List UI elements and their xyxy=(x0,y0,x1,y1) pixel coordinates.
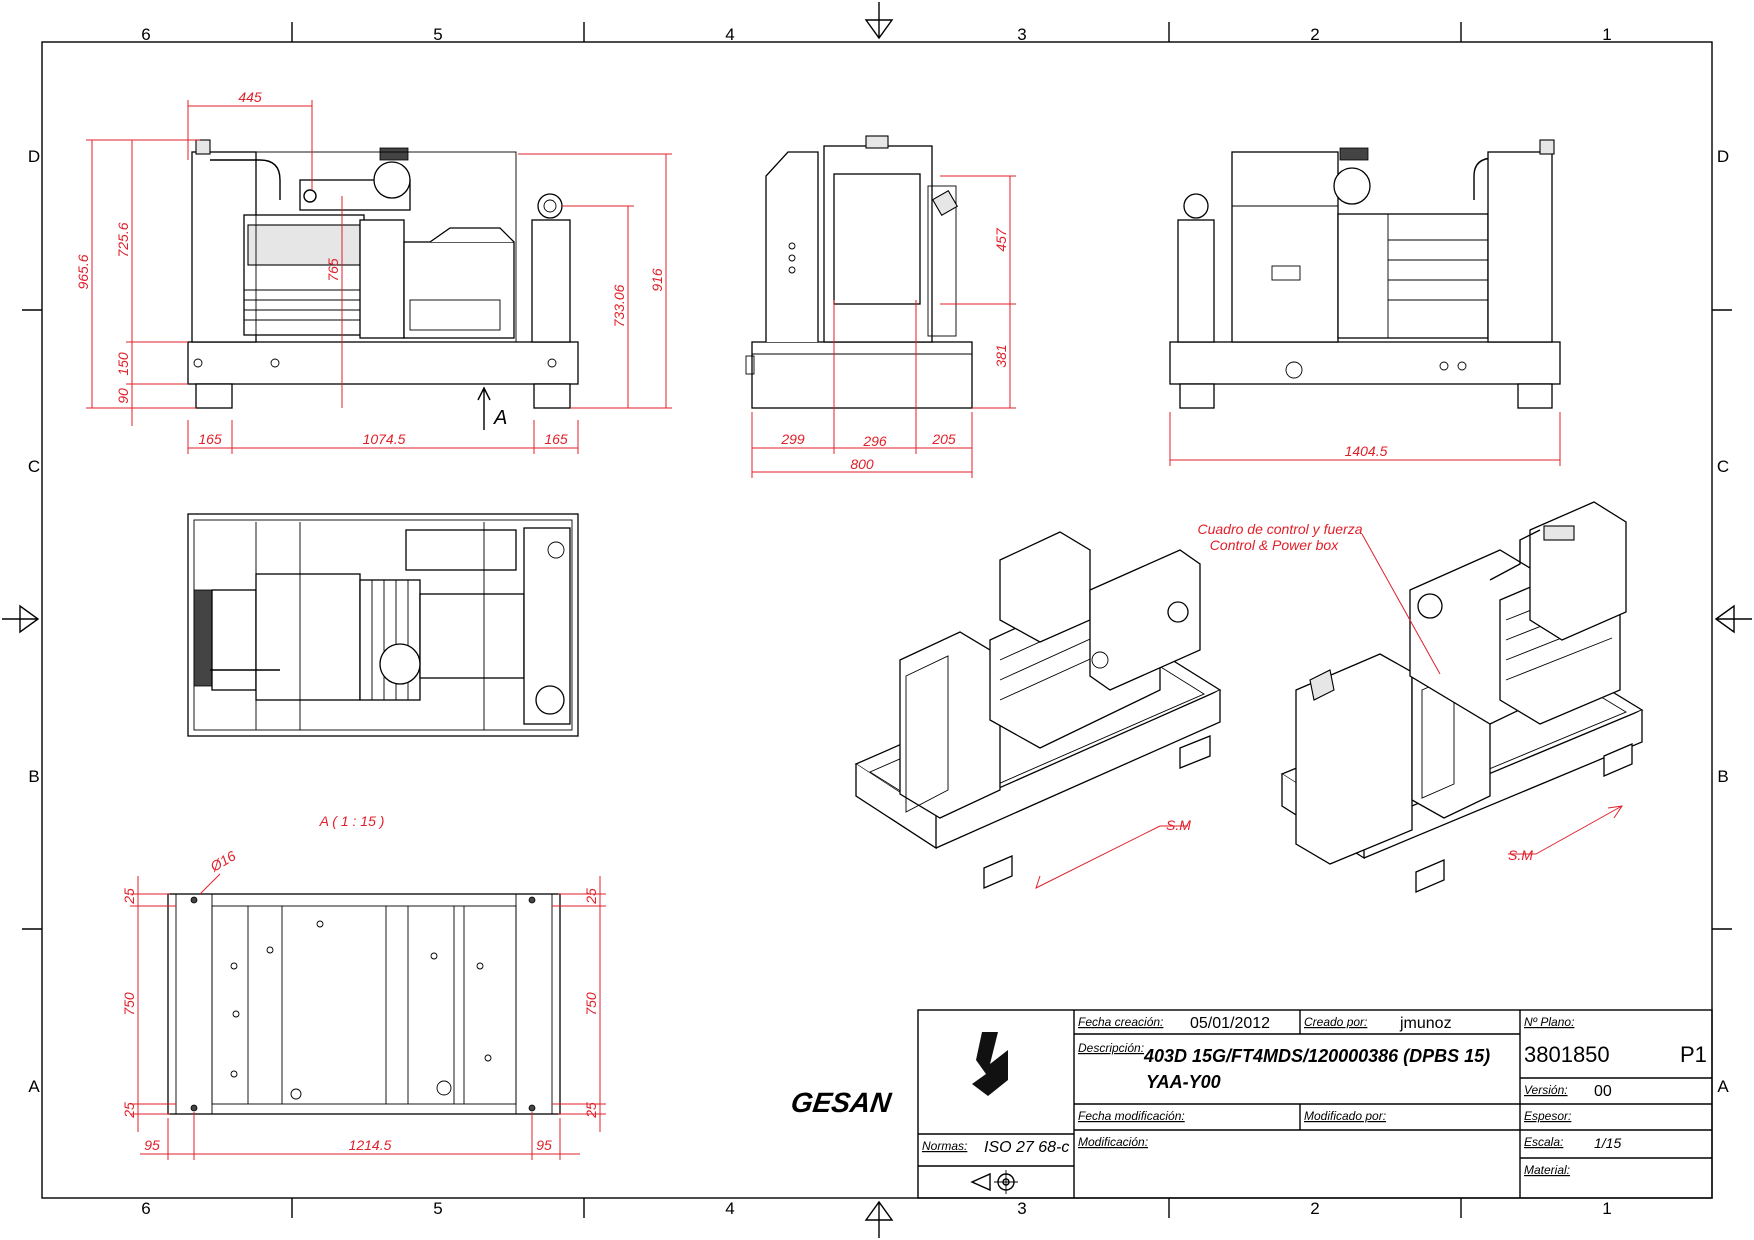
column-labels-bottom: 6 5 4 3 2 1 xyxy=(141,1199,1611,1218)
author-value: jmunoz xyxy=(1399,1015,1452,1032)
sm-label: S.M xyxy=(1166,817,1191,833)
dim-text: 750 xyxy=(121,992,137,1016)
material-label: Material: xyxy=(1524,1163,1570,1177)
dim-text: 296 xyxy=(862,433,887,449)
rear-view xyxy=(1169,139,1561,409)
base-view-title: A ( 1 : 15 ) xyxy=(319,813,385,829)
dim-text: 916 xyxy=(649,268,665,292)
sm-label: S.M xyxy=(1508,847,1533,863)
dim-text: 205 xyxy=(931,431,956,447)
col-label: 6 xyxy=(141,25,150,44)
dim-text: 150 xyxy=(115,352,131,376)
dim-text: 800 xyxy=(850,456,874,472)
dim-text: 1074.5 xyxy=(363,431,406,447)
side-view-dimensions: 445 965.6 725.6 150 90 765 733.06 916 16… xyxy=(75,89,672,454)
dim-text: 1214.5 xyxy=(349,1137,392,1153)
row-label: C xyxy=(1717,457,1729,476)
dim-text: 725.6 xyxy=(115,222,131,257)
dim-text: 750 xyxy=(583,992,599,1016)
callout-en: Control & Power box xyxy=(1210,537,1339,553)
col-label: 1 xyxy=(1602,1199,1611,1218)
callout-es: Cuadro de control y fuerza xyxy=(1198,521,1363,537)
base-view xyxy=(167,893,561,1115)
title-block xyxy=(917,1009,1713,1199)
logo-text: GESAN xyxy=(789,1087,894,1118)
column-labels-top: 6 5 4 3 2 1 xyxy=(141,25,1611,44)
dim-text: 381 xyxy=(993,344,1009,367)
gesan-logo: GESAN xyxy=(789,1032,1008,1118)
side-view xyxy=(187,139,579,409)
row-label: D xyxy=(1717,147,1729,166)
dim-text: 765 xyxy=(325,258,341,282)
desc-line1: 403D 15G/FT4MDS/120000386 (DPBS 15) xyxy=(1143,1046,1490,1066)
dim-text: 95 xyxy=(144,1137,160,1153)
dim-text: Ø16 xyxy=(207,847,239,875)
dim-text: 95 xyxy=(536,1137,552,1153)
dim-text: 445 xyxy=(238,89,262,105)
iso-left-annotation: S.M xyxy=(1035,817,1191,889)
col-label: 5 xyxy=(433,25,442,44)
version-label: Versión: xyxy=(1524,1083,1568,1097)
front-view-dimensions: 457 381 299 296 205 800 xyxy=(751,175,1016,478)
projection-symbol-icon xyxy=(970,1170,1018,1194)
modified-by-label: Modificado por: xyxy=(1304,1109,1386,1123)
detail-title: A ( 1 : 15 ) xyxy=(319,813,385,829)
iso-view-right xyxy=(1280,501,1644,893)
dim-text: 1404.5 xyxy=(1345,443,1388,459)
norms-value: ISO 27 68-c xyxy=(984,1139,1069,1156)
modification-label: Modificación: xyxy=(1078,1135,1148,1149)
col-label: 5 xyxy=(433,1199,442,1218)
dim-text: 165 xyxy=(544,431,568,447)
col-label: 4 xyxy=(725,25,734,44)
desc-label: Descripción: xyxy=(1078,1041,1144,1055)
col-label: 2 xyxy=(1310,1199,1319,1218)
dim-text: 457 xyxy=(993,227,1009,252)
row-label: A xyxy=(28,1077,40,1096)
rear-view-dimensions: 1404.5 xyxy=(1169,412,1561,466)
iso-right-annotation: Cuadro de control y fuerza Control & Pow… xyxy=(1198,521,1624,863)
sheet-value: P1 xyxy=(1680,1042,1707,1067)
row-label: A xyxy=(1717,1077,1729,1096)
iso-view-left xyxy=(854,531,1222,889)
dim-text: 25 xyxy=(583,888,599,905)
author-label: Creado por: xyxy=(1304,1015,1367,1029)
created-label: Fecha creación: xyxy=(1078,1015,1163,1029)
dim-text: 733.06 xyxy=(611,284,627,327)
plan-label: Nº Plano: xyxy=(1524,1015,1574,1029)
row-labels-right: D C B A xyxy=(1717,147,1729,1096)
dim-text: 299 xyxy=(780,431,805,447)
plan-value: 3801850 xyxy=(1524,1042,1610,1067)
col-label: 3 xyxy=(1017,25,1026,44)
scale-label: Escala: xyxy=(1524,1135,1563,1149)
created-value: 05/01/2012 xyxy=(1190,1015,1270,1032)
thickness-label: Espesor: xyxy=(1524,1109,1571,1123)
desc-line2: YAA-Y00 xyxy=(1146,1072,1221,1092)
row-label: C xyxy=(28,457,40,476)
dim-text: 90 xyxy=(115,388,131,404)
scale-value: 1/15 xyxy=(1594,1135,1621,1151)
dim-text: 965.6 xyxy=(75,254,91,289)
dim-text: 25 xyxy=(121,1102,137,1119)
version-value: 00 xyxy=(1594,1083,1612,1100)
modified-date-label: Fecha modificación: xyxy=(1078,1109,1185,1123)
row-label: B xyxy=(28,767,39,786)
row-label: D xyxy=(28,147,40,166)
dim-text: 165 xyxy=(198,431,222,447)
title-block-text: Normas: ISO 27 68-c Fecha creación: 05/0… xyxy=(922,1015,1707,1194)
view-arrow-label: A xyxy=(493,407,507,429)
col-label: 2 xyxy=(1310,25,1319,44)
front-view xyxy=(745,135,973,409)
dim-text: 25 xyxy=(583,1102,599,1119)
col-label: 6 xyxy=(141,1199,150,1218)
top-view xyxy=(187,513,579,737)
col-label: 4 xyxy=(725,1199,734,1218)
row-label: B xyxy=(1717,767,1728,786)
norms-label: Normas: xyxy=(922,1139,967,1153)
col-label: 3 xyxy=(1017,1199,1026,1218)
dim-text: 25 xyxy=(121,888,137,905)
row-labels-left: D C B A xyxy=(28,147,40,1096)
col-label: 1 xyxy=(1602,25,1611,44)
